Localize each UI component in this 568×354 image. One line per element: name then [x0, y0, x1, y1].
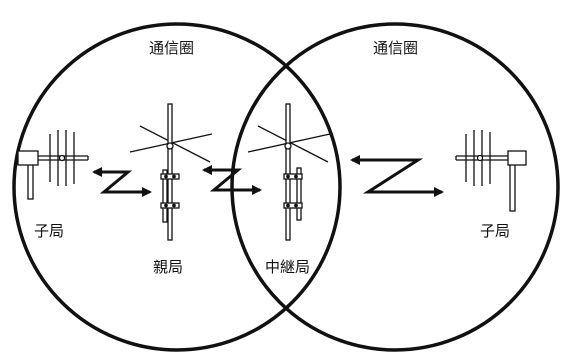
antenna-icon-relay — [247, 103, 331, 241]
antenna-icon-parent — [129, 103, 213, 241]
antenna-icon-child-right — [455, 130, 527, 212]
radio-link-icon-parent-relay — [202, 165, 262, 195]
coverage-label-left: 通信圈 — [149, 39, 195, 57]
station-label-parent: 親局 — [153, 258, 184, 276]
coverage-circle-left — [12, 22, 342, 352]
radio-link-icon-relay-child — [350, 155, 444, 197]
station-label-relay: 中継局 — [265, 258, 311, 276]
antenna-icon-child-left — [17, 130, 89, 200]
station-label-child-left: 子局 — [34, 222, 65, 240]
coverage-label-right: 通信圈 — [373, 39, 419, 57]
station-label-child-right: 子局 — [480, 222, 511, 240]
radio-link-icon-child-parent — [92, 167, 152, 197]
coverage-circle-right — [230, 22, 560, 352]
